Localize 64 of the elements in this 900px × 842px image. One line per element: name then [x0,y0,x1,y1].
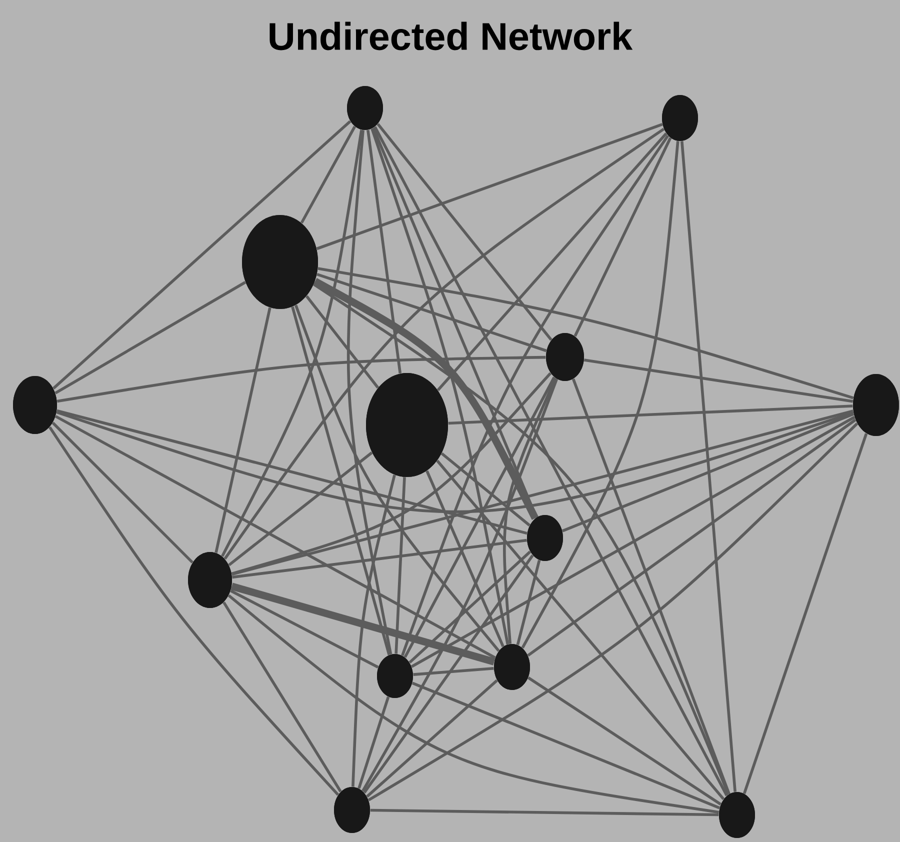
edge-line [294,304,500,652]
edge-line [503,378,557,644]
edge-line [584,358,854,403]
edge-line [366,679,498,798]
edge-line [228,594,719,814]
edge-line [404,376,556,658]
edge-line [52,422,194,564]
edge-line [222,602,342,792]
edge-line [521,141,680,649]
edge-line [362,378,558,792]
edge-line [228,452,373,566]
edge-line [448,404,853,425]
edge-line [562,412,854,532]
edge-line [316,273,547,352]
edge-line [231,372,552,576]
edge-line [516,560,541,646]
edge-line [574,137,672,337]
edge-line [300,126,356,224]
edge-line [426,470,504,648]
edge-line [291,306,390,656]
edge-line [527,418,856,657]
edge-line [313,283,730,795]
edge-line [313,278,538,520]
edge-line [413,667,494,676]
edge-line [54,415,496,659]
edge-line [394,477,406,654]
edge-line [224,128,665,560]
edge-line [230,589,379,668]
edge-line [352,474,396,787]
edge-line [316,123,663,250]
edge-line [408,550,532,664]
title: Undirected Network [270,22,633,50]
edge-line [374,126,728,796]
edge-line [410,416,856,668]
edge-line [230,582,496,666]
edge-line [436,460,725,800]
edge-line [54,281,246,394]
edge-line [358,696,390,789]
edge-line [232,538,527,579]
edge-line [742,433,868,794]
edge-line [56,356,546,403]
edge-line [221,130,363,557]
edge-line [232,410,854,576]
edge-line [680,141,736,792]
edge-line [305,295,380,389]
edge-line [56,409,528,535]
edge-line [52,120,352,390]
edge-line [56,410,854,514]
edge-line [370,808,719,816]
edge-line [48,426,340,796]
edge-line [363,554,534,794]
edge-line [436,132,668,392]
edge-line [214,307,272,553]
edge-line [572,378,730,794]
edge-line [346,130,392,655]
edge-line [440,452,530,526]
edge-line [370,128,510,645]
edge-line [368,422,858,802]
edge-line [376,123,552,341]
edge-line [318,267,854,400]
edge-line [401,134,670,656]
edge-line [528,676,722,806]
edge-line [366,130,402,374]
edge-line [412,682,720,810]
